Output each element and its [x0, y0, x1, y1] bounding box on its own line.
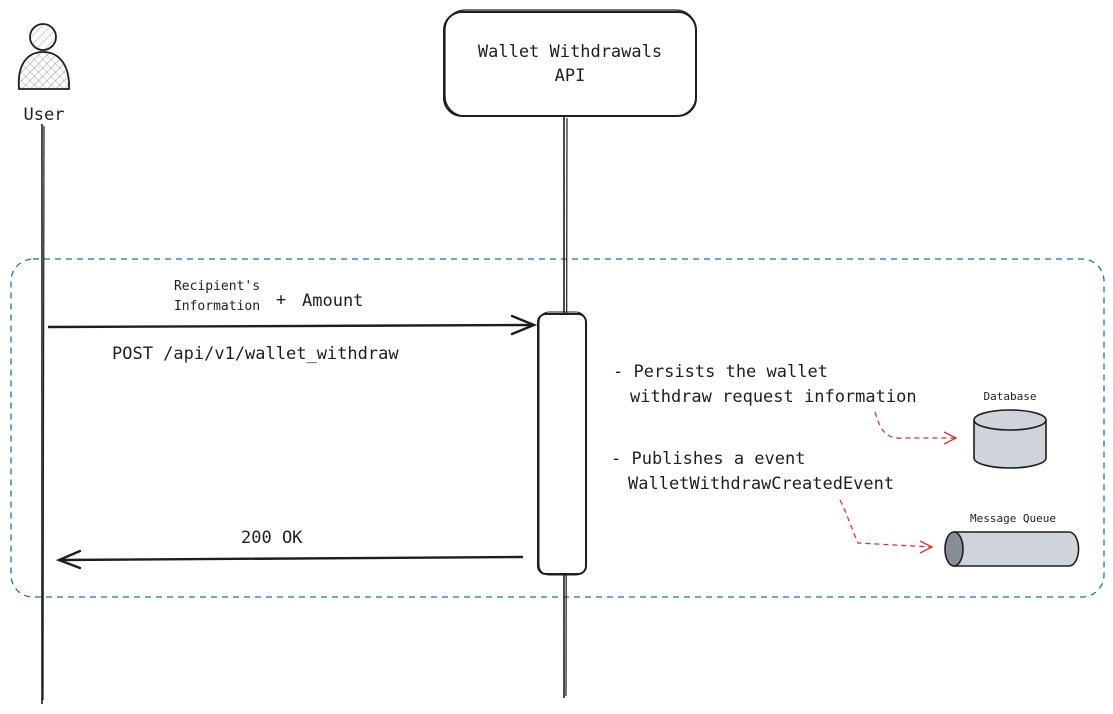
response-arrow — [55, 549, 524, 570]
publish-note-line2: WalletWithdrawCreatedEvent — [628, 474, 894, 494]
request-label-amount: Amount — [302, 291, 363, 311]
request-endpoint: POST /api/v1/wallet_withdraw — [112, 344, 399, 364]
database-icon — [973, 409, 1047, 469]
request-label-plus: + — [276, 290, 286, 310]
user-actor-icon — [17, 23, 70, 90]
message-queue-icon — [944, 531, 1080, 567]
api-label-line1: Wallet Withdrawals — [478, 42, 662, 62]
request-arrow — [47, 314, 538, 336]
persist-dashed-arrow — [874, 411, 958, 445]
persist-note-line1: - Persists the wallet — [613, 362, 828, 382]
user-lifeline — [41, 124, 45, 704]
group-frame — [10, 258, 1105, 598]
request-label-information: Information — [174, 299, 260, 314]
api-label-line2: API — [555, 66, 586, 86]
publish-dashed-arrow — [839, 499, 934, 554]
response-label: 200 OK — [241, 528, 303, 548]
persist-note-line2: withdraw request information — [630, 387, 917, 407]
api-activation-bar — [537, 311, 587, 576]
request-label-recipient: Recipient's — [174, 279, 260, 294]
database-label: Database — [984, 390, 1037, 403]
message-queue-label: Message Queue — [970, 512, 1056, 525]
api-actor-box — [443, 9, 697, 117]
publish-note-line1: - Publishes a event — [611, 449, 805, 469]
user-label: User — [24, 105, 65, 125]
